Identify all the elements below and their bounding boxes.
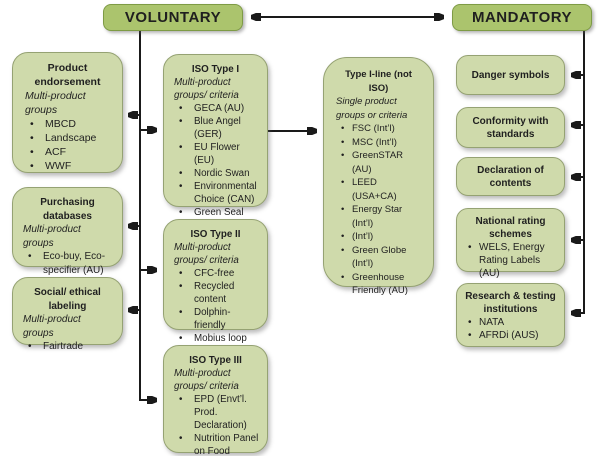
bullet-item: MSC (Int’l) [336, 136, 423, 150]
bullet-item: Dolphin-friendly [174, 306, 259, 332]
social-ethical-labeling-box: Social/ ethical labeling Multi-product g… [12, 277, 123, 353]
box-title: ISO Type I [191, 64, 240, 75]
box-title: Social/ ethical labeling [34, 287, 101, 312]
bullet-item: Environmental Choice (CAN) [174, 180, 259, 206]
box-subtitle: Multi-product groups/ criteria [174, 242, 239, 266]
bullet-item: MBCD [25, 117, 112, 131]
bullet-item: Energy Star (Int’l) [336, 203, 423, 230]
declaration-contents-box: Declaration of contents [456, 157, 565, 196]
bullet-list: GECA (AU) Blue Angel (GER) EU Flower (EU… [174, 102, 259, 219]
bullet-item: Nordic Swan [174, 167, 259, 180]
bullet-item: EPD (Envt’l. Prod. Declaration) [174, 393, 259, 432]
box-subtitle: Multi-product groups [23, 224, 81, 249]
bullet-item: WWF [25, 159, 112, 173]
type-i-line-box: Type I-line (not ISO) Single product gro… [323, 57, 434, 296]
bullet-item: LEED (USA+CA) [336, 176, 423, 203]
bullet-item: NATA [465, 316, 558, 329]
iso-type-1-box: ISO Type I Multi-product groups/ criteri… [163, 54, 268, 219]
box-subtitle: Multi-product groups/ criteria [174, 77, 239, 101]
purchasing-databases-box: Purchasing databases Multi-product group… [12, 187, 123, 276]
research-testing-box: Research & testing institutions NATA AFR… [456, 283, 565, 347]
bullet-list: MBCD Landscape ACF WWF [25, 117, 112, 173]
bullet-item: ACF [25, 145, 112, 159]
mandatory-header: MANDATORY [452, 4, 592, 31]
box-title: National rating schemes [475, 216, 546, 240]
bullet-list: NATA AFRDi (AUS) [465, 316, 558, 342]
national-rating-box: National rating schemes WELS, Energy Rat… [456, 208, 565, 279]
iso-type-3-box: ISO Type III Multi-product groups/ crite… [163, 345, 268, 456]
bullet-item: EU Flower (EU) [174, 141, 259, 167]
box-title: Danger symbols [471, 69, 550, 81]
bullet-item: GECA (AU) [174, 102, 259, 115]
bullet-item: Mobius loop [174, 332, 259, 345]
bullet-list: WELS, Energy Rating Labels (AU) [465, 241, 558, 280]
box-title: Purchasing databases [40, 197, 95, 222]
conformity-standards-box: Conformity with standards [456, 107, 565, 148]
box-title: Type I-line (not ISO) [345, 69, 412, 94]
bullet-item: Green Globe (Int’l) [336, 244, 423, 271]
voluntary-header: VOLUNTARY [103, 4, 243, 31]
bullet-item: Eco-buy, Eco-specifier (AU) [23, 250, 114, 277]
bullet-list: EPD (Envt’l. Prod. Declaration) Nutritio… [174, 393, 259, 456]
bullet-item: WELS, Energy Rating Labels (AU) [465, 241, 558, 280]
box-title: ISO Type II [190, 229, 241, 240]
danger-symbols-box: Danger symbols [456, 55, 565, 95]
iso-type-2-box: ISO Type II Multi-product groups/ criter… [163, 219, 268, 345]
bullet-item: AFRDi (AUS) [465, 329, 558, 342]
box-subtitle: Single product groups or criteria [336, 96, 408, 121]
box-title: ISO Type III [189, 355, 242, 366]
box-title: Product endorsement [34, 62, 101, 88]
voluntary-trunk [139, 31, 156, 400]
bullet-list: Fairtrade [23, 340, 114, 354]
product-endorsement-box: Product endorsement Multi-product groups… [12, 52, 123, 173]
bullet-list: Eco-buy, Eco-specifier (AU) [23, 250, 114, 277]
box-subtitle: Multi-product groups/ criteria [174, 368, 239, 392]
bullet-item: FSC (Int’l) [336, 122, 423, 136]
box-title: Research & testing institutions [465, 291, 556, 315]
bullet-item: Nutrition Panel on Food [174, 432, 259, 456]
bullet-item: Blue Angel (GER) [174, 115, 259, 141]
box-subtitle: Multi-product groups [23, 314, 81, 339]
bullet-list: CFC-free Recycled content Dolphin-friend… [174, 267, 259, 345]
bullet-item: CFC-free [174, 267, 259, 280]
bullet-item: Greenhouse Friendly (AU) [336, 271, 423, 298]
box-title: Declaration of contents [477, 164, 544, 189]
bullet-item: Landscape [25, 131, 112, 145]
bullet-item: (Int’l) [336, 230, 423, 244]
box-title: Conformity with standards [472, 115, 549, 140]
bullet-item: GreenSTAR (AU) [336, 149, 423, 176]
bullet-item: Green Seal [174, 206, 259, 219]
box-subtitle: Multi-product groups [25, 90, 86, 116]
bullet-item: Fairtrade [23, 340, 114, 354]
bullet-list: FSC (Int’l) MSC (Int’l) GreenSTAR (AU) L… [336, 122, 423, 298]
mandatory-trunk [572, 30, 585, 313]
bullet-item: Recycled content [174, 280, 259, 306]
